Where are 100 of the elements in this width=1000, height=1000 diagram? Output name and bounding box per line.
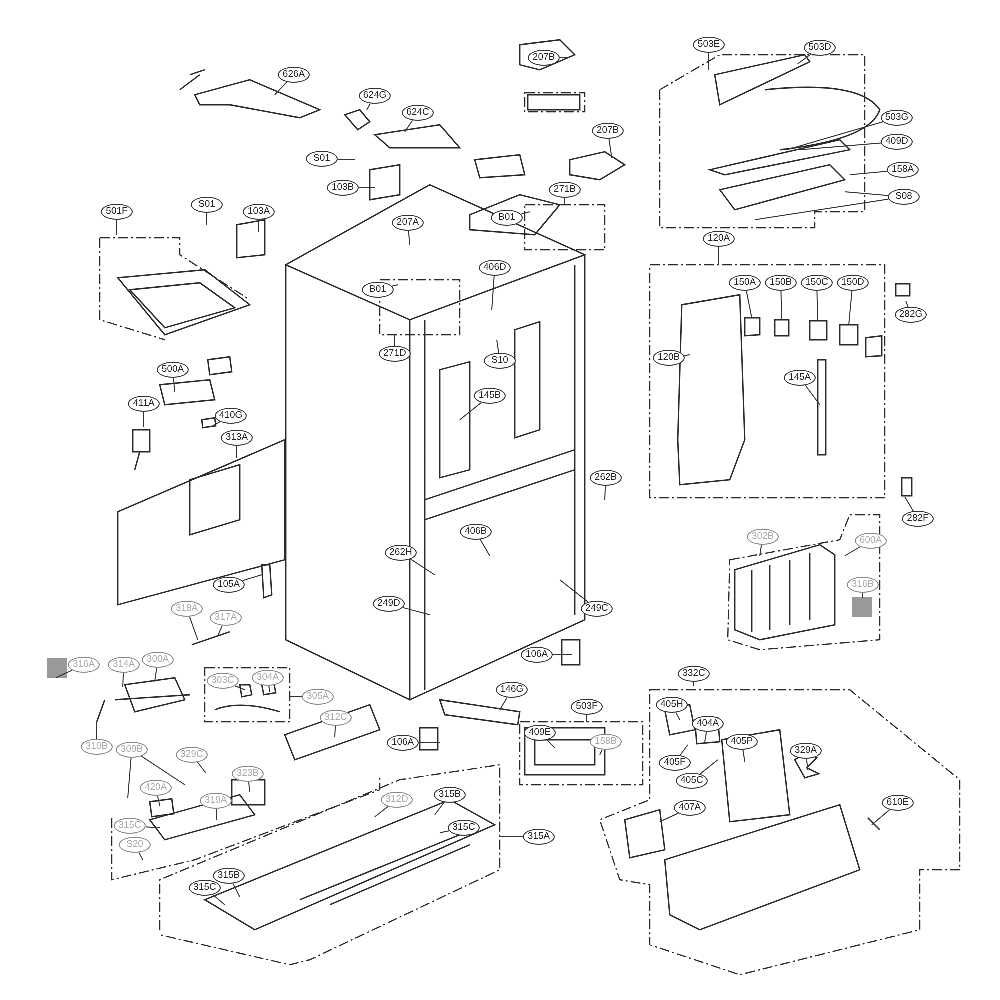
callout-number: 315C <box>114 818 146 834</box>
leader-line <box>157 796 160 806</box>
callout-number: 406D <box>479 260 511 276</box>
leader-line <box>742 750 746 762</box>
callout-number: S01 <box>306 151 338 167</box>
leader-line <box>496 340 500 354</box>
leader-line <box>366 103 372 110</box>
callout-number: 318A <box>171 601 203 617</box>
leader-line <box>660 813 679 822</box>
callout-number: B01 <box>491 210 523 226</box>
leader-line <box>145 826 160 828</box>
leader-line <box>96 722 98 740</box>
leader-line <box>394 334 396 346</box>
leader-line <box>760 544 762 556</box>
leader-line <box>680 744 688 756</box>
leader-line <box>806 758 808 770</box>
callout-number: 610E <box>882 795 914 811</box>
callout-number: 315B <box>213 868 245 884</box>
leader-line <box>586 714 588 722</box>
callout-number: 249C <box>581 601 613 617</box>
leader-line <box>746 290 752 318</box>
callout-number: 120B <box>653 350 685 366</box>
callout-number: 600A <box>855 533 887 549</box>
leader-line <box>290 696 302 698</box>
leader-line <box>189 616 198 640</box>
leader-line <box>242 574 262 582</box>
callout-number: 305A <box>302 689 334 705</box>
callout-number: 624C <box>402 105 434 121</box>
callout-number: 405F <box>659 755 691 771</box>
leader-line <box>844 546 861 556</box>
leader-line <box>197 762 206 774</box>
callout-number: 262H <box>385 545 417 561</box>
leader-line <box>800 142 882 150</box>
callout-number: 103A <box>243 204 275 220</box>
callout-number: 310B <box>81 739 113 755</box>
callout-number: 207B <box>528 50 560 66</box>
leader-line <box>850 171 888 176</box>
callout-number: 323B <box>232 766 264 782</box>
leader-line <box>232 883 240 898</box>
callout-number: 150B <box>765 275 797 291</box>
leader-line <box>418 742 440 744</box>
leader-line <box>338 159 356 160</box>
callout-number: S01 <box>191 197 223 213</box>
leader-line <box>816 290 818 322</box>
leader-line <box>786 122 884 150</box>
leader-line <box>374 806 389 818</box>
callout-number: 145B <box>474 388 506 404</box>
callout-number: 503E <box>693 37 725 53</box>
leader-line <box>600 749 603 756</box>
callout-number: 405H <box>656 697 688 713</box>
leader-line <box>604 486 606 500</box>
callout-number: 120A <box>703 231 735 247</box>
callout-number: 407A <box>674 800 706 816</box>
leader-line <box>141 756 186 786</box>
leader-line <box>700 760 718 775</box>
callout-number: 282G <box>895 307 927 323</box>
leader-line <box>520 212 530 215</box>
callout-number: 271B <box>549 182 581 198</box>
leader-line <box>780 290 782 320</box>
leader-line <box>258 220 260 232</box>
callout-number: 150C <box>801 275 833 291</box>
callout-number: 309B <box>116 742 148 758</box>
leader-line <box>608 138 612 158</box>
callout-number: 624G <box>359 88 391 104</box>
callout-number: 332C <box>678 666 710 682</box>
callout-number: 302B <box>747 529 779 545</box>
leader-line <box>122 672 124 688</box>
callout-number: 106A <box>387 735 419 751</box>
callout-number: B01 <box>362 282 394 298</box>
leader-line <box>552 654 572 656</box>
callout-number: 315B <box>434 787 466 803</box>
leader-line <box>392 284 398 287</box>
leader-line <box>844 192 889 196</box>
callout-number: 303C <box>207 673 239 689</box>
leader-line <box>440 830 450 834</box>
leader-line <box>754 198 890 220</box>
callout-number: 503D <box>804 40 836 56</box>
leader-line <box>234 686 246 690</box>
callout-number: 315A <box>523 829 555 845</box>
callout-number: 304A <box>252 670 284 686</box>
callout-number: 409E <box>524 725 556 741</box>
callout-number: 106A <box>521 647 553 663</box>
callout-number: 329A <box>790 743 822 759</box>
callout-number: 207A <box>392 215 424 231</box>
leader-line <box>684 354 690 356</box>
leader-line <box>904 496 914 512</box>
leader-line <box>480 539 490 556</box>
leader-line <box>173 378 176 392</box>
leader-line <box>564 198 566 206</box>
callout-number: S10 <box>484 353 516 369</box>
callout-number: 406B <box>460 524 492 540</box>
callout-number: 105A <box>213 577 245 593</box>
leader-line <box>138 852 144 860</box>
callout-number: 315C <box>189 880 221 896</box>
callout-number: 404A <box>692 716 724 732</box>
leader-line <box>212 421 221 426</box>
callout-number: 249D <box>373 596 405 612</box>
leader-line <box>708 52 710 70</box>
callout-number: S08 <box>888 189 920 205</box>
callout-number: 145A <box>784 370 816 386</box>
